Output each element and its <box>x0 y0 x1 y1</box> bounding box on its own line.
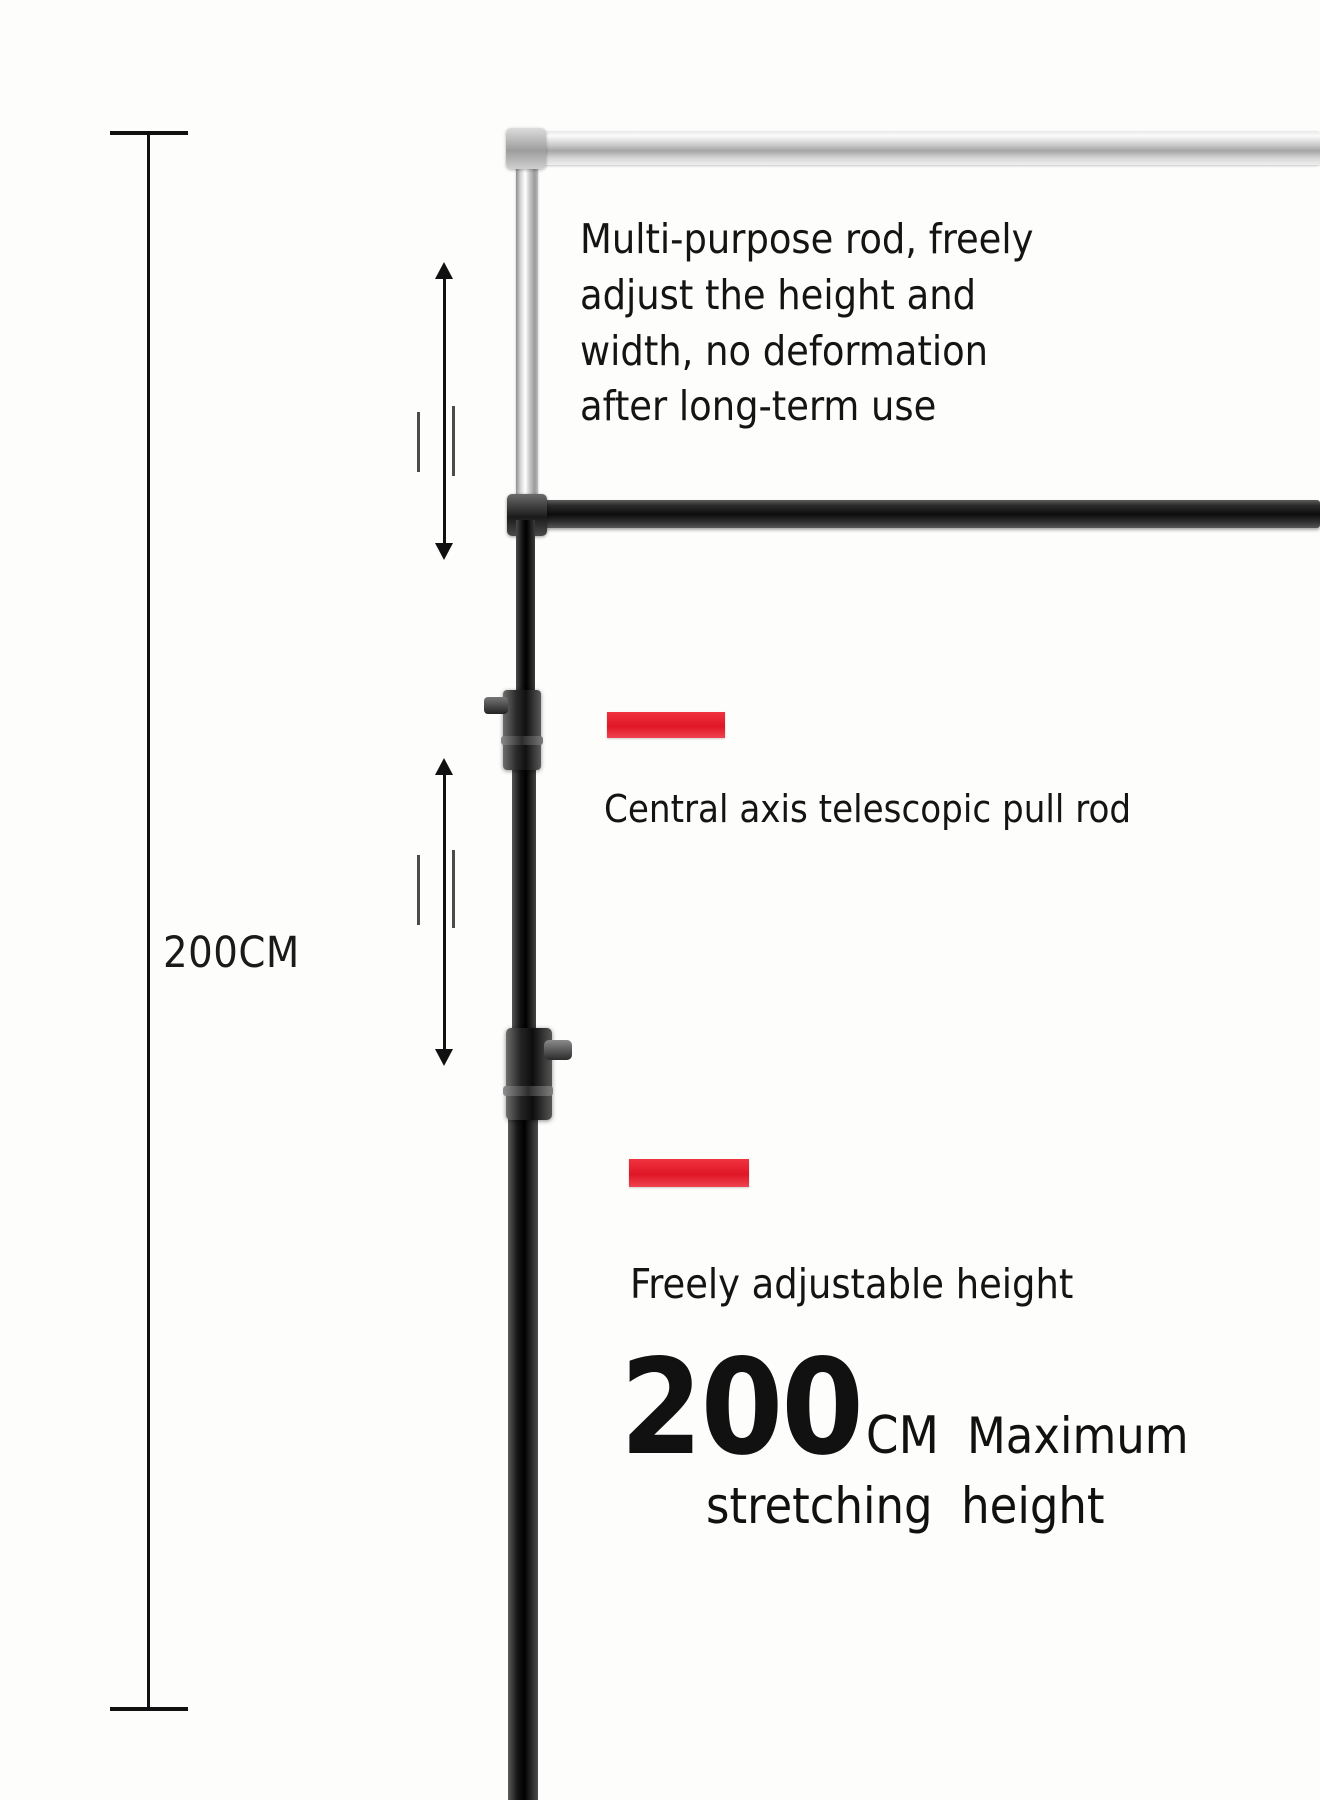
red-accent-bar-central <box>607 712 725 738</box>
silver-vertical-rod <box>516 150 538 508</box>
max-height-number: 200 <box>620 1331 864 1485</box>
max-height-qualifier: Maximum <box>966 1407 1189 1465</box>
telescopic-clamp-upper <box>503 690 541 770</box>
adjust-range-arrow-upper <box>414 262 474 560</box>
clamp-ring-upper <box>501 736 543 745</box>
arrow-head-up-icon <box>435 758 453 775</box>
clamp-knob-lower <box>544 1040 572 1060</box>
mast-section-bottom <box>508 1095 538 1800</box>
clamp-ring-lower <box>503 1086 553 1096</box>
adjust-range-arrow-lower <box>414 758 474 1066</box>
callout-freely-adjustable: Freely adjustable height <box>630 1260 1074 1308</box>
dimension-line <box>147 133 150 1711</box>
silver-corner-joint <box>506 128 546 169</box>
arrow-head-down-icon <box>435 1049 453 1066</box>
motion-hint-stroke <box>452 406 455 476</box>
motion-hint-stroke <box>452 850 455 928</box>
dimension-tick-bottom <box>110 1707 188 1711</box>
clamp-knob-upper <box>484 697 508 714</box>
max-height-metric-line-1: 200 CM Maximum <box>620 1331 1220 1485</box>
max-height-metric: 200 CM Maximum stretching height <box>620 1331 1220 1536</box>
callout-multi-purpose-rod: Multi-purpose rod, freely adjust the hei… <box>580 215 1034 431</box>
black-horizontal-rod <box>516 500 1320 528</box>
arrow-head-up-icon <box>435 262 453 279</box>
dimension-label: 200CM <box>163 928 300 978</box>
red-accent-bar-freely <box>629 1159 749 1187</box>
mast-section-middle <box>512 760 536 1040</box>
motion-hint-stroke <box>417 855 420 925</box>
mast-section-top <box>516 520 535 710</box>
arrow-shaft <box>443 774 446 1050</box>
arrow-head-down-icon <box>435 543 453 560</box>
max-height-unit: CM <box>865 1406 939 1466</box>
callout-central-axis: Central axis telescopic pull rod <box>604 787 1132 831</box>
arrow-shaft <box>443 278 446 544</box>
silver-horizontal-rod <box>512 131 1320 165</box>
max-height-subtitle: stretching height <box>706 1477 1105 1536</box>
motion-hint-stroke <box>417 412 420 472</box>
